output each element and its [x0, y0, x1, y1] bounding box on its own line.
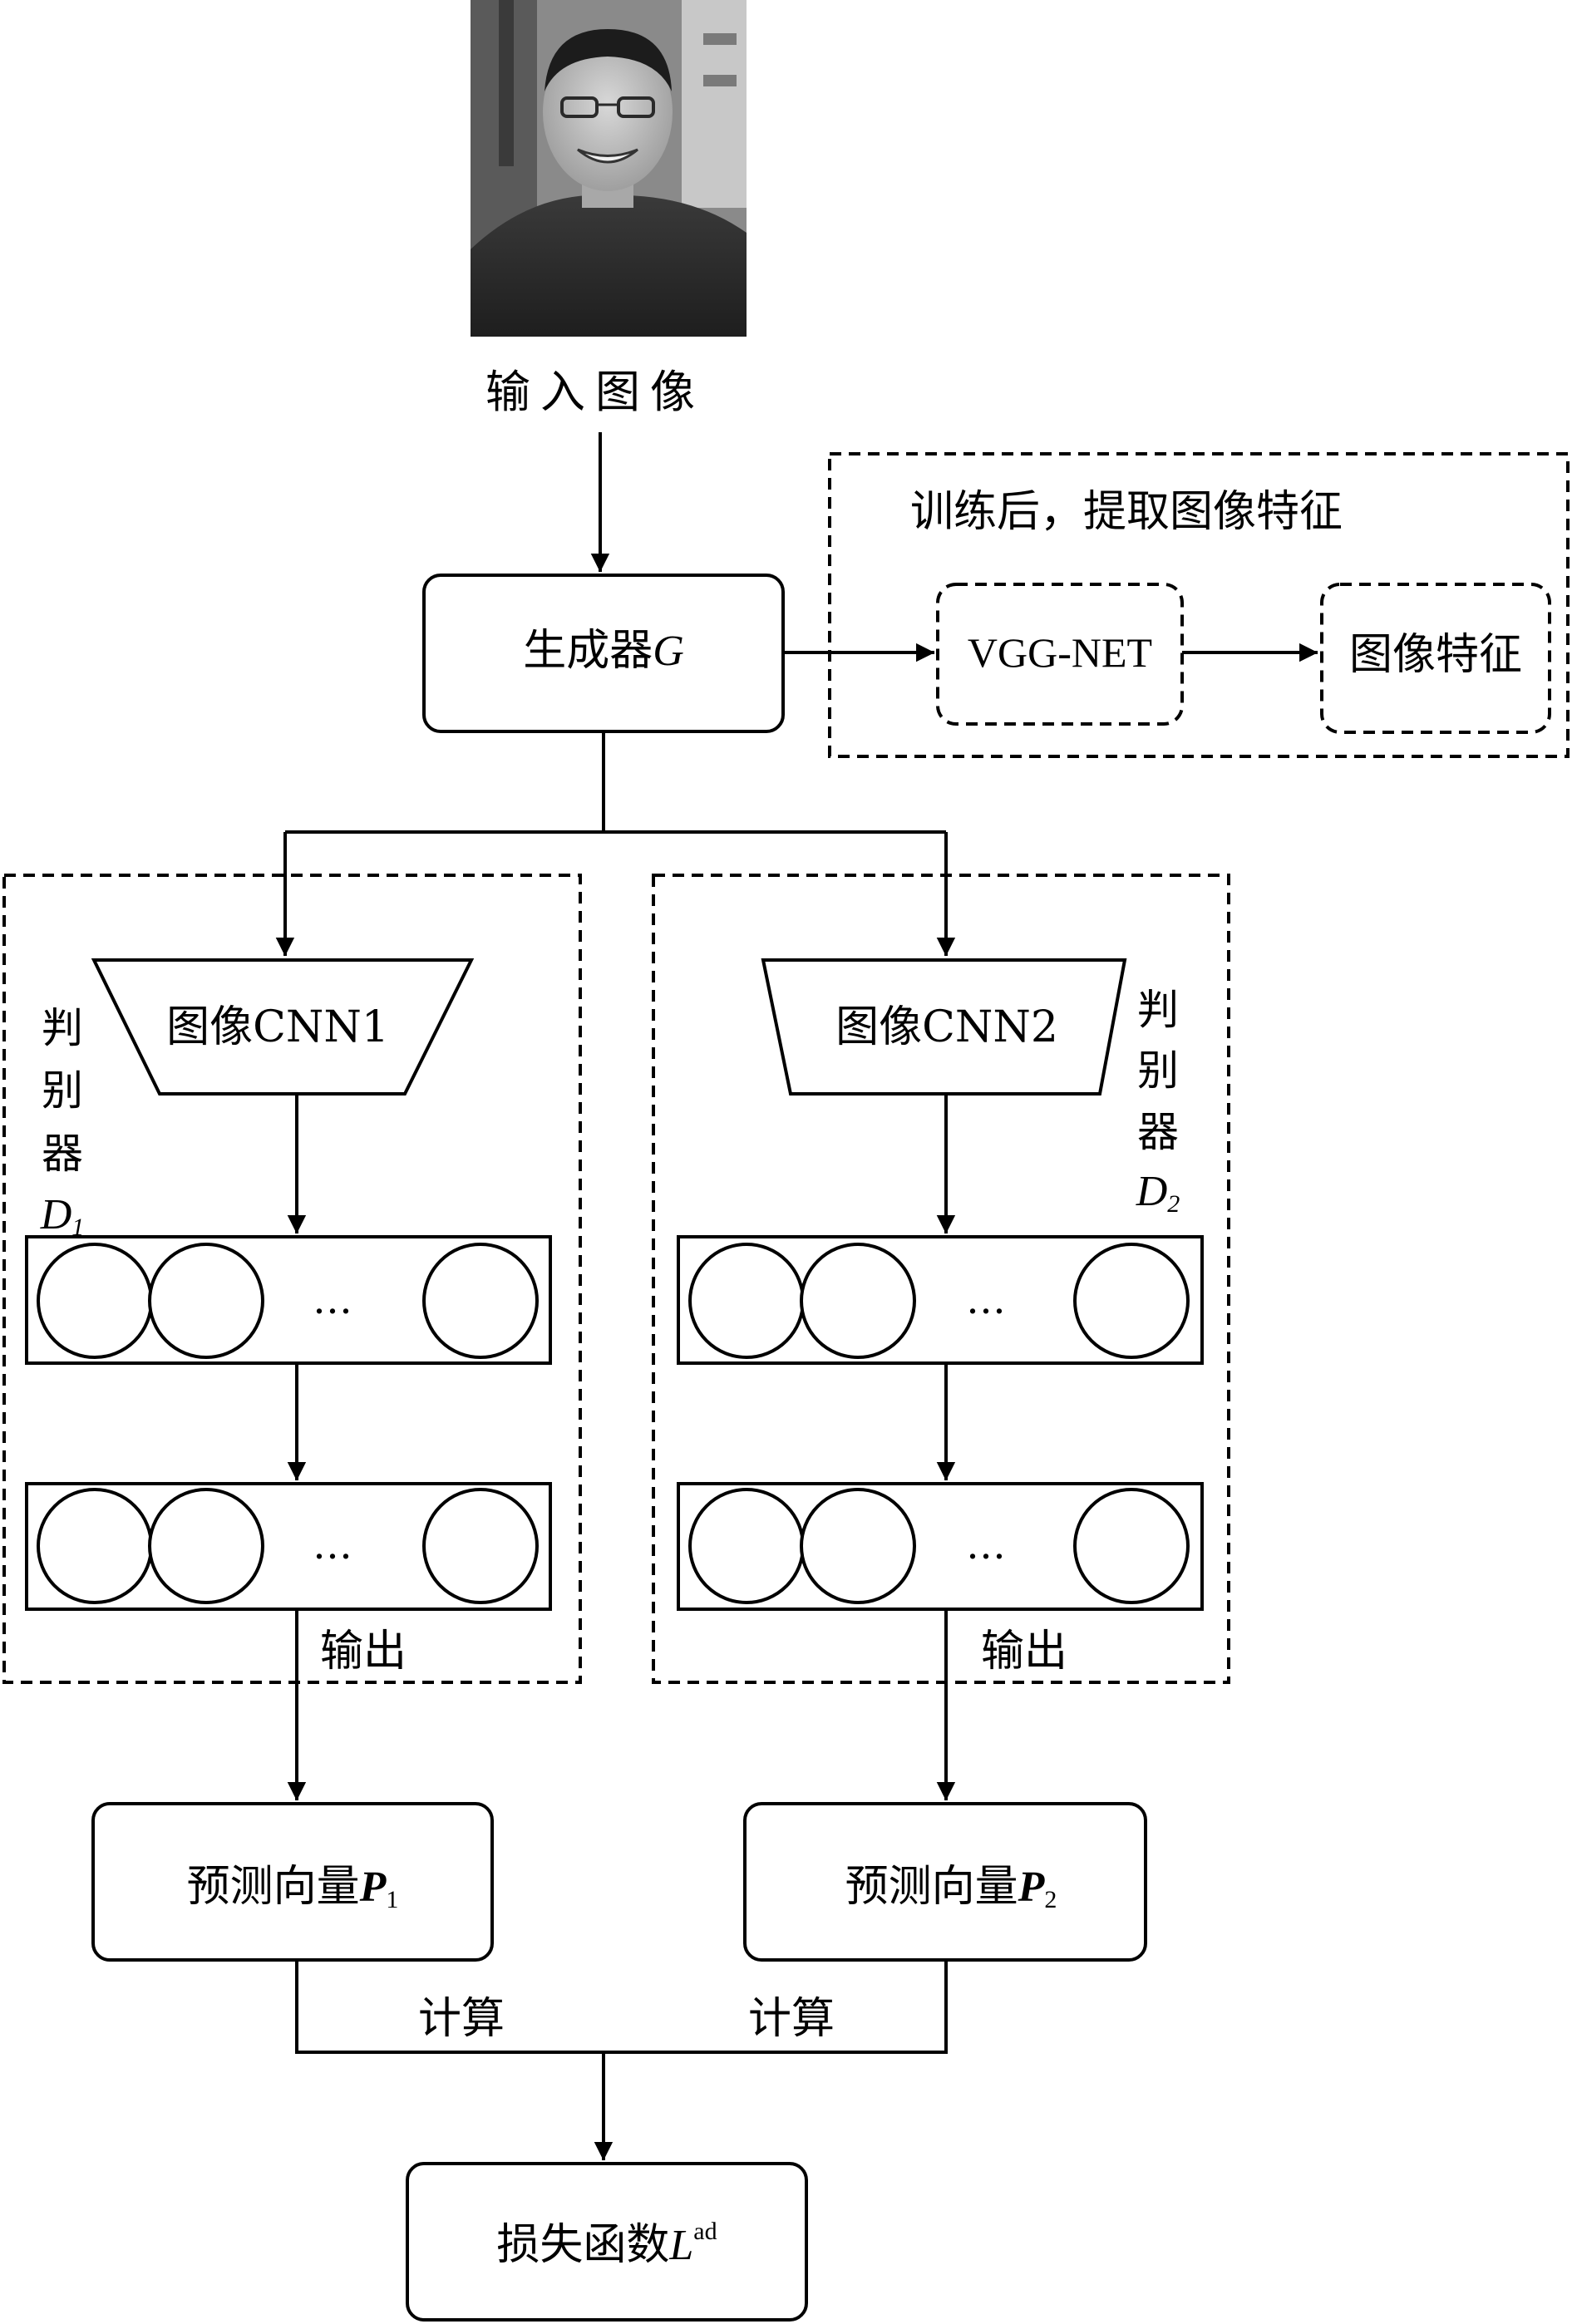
cnn2-label: 图像CNN2 — [835, 1002, 1058, 1052]
d1-layer-2: … — [25, 1482, 552, 1611]
discriminator-2-side-label: 判 别 器 D2 — [1136, 986, 1180, 1218]
feature-panel-title: 训练后，提取图像特征 — [910, 487, 1343, 537]
d2-output-label: 输出 — [981, 1627, 1067, 1677]
cnn2-trapezoid — [761, 958, 1127, 1096]
neuron — [688, 1488, 805, 1604]
calc-right-label: 计算 — [748, 1994, 835, 2044]
ellipsis: … — [313, 1277, 352, 1323]
svg-text:别: 别 — [42, 1066, 83, 1115]
d2-layer-1: … — [677, 1235, 1204, 1365]
svg-text:别: 别 — [1137, 1046, 1179, 1095]
neuron — [800, 1243, 916, 1359]
merge-line — [295, 1960, 948, 2054]
svg-text:D1: D1 — [40, 1191, 85, 1241]
loss-function-box — [406, 2162, 808, 2322]
prediction-vector-1-label: 预测向量P1 — [187, 1862, 399, 1913]
prediction-vector-2-label: 预测向量P2 — [845, 1862, 1057, 1913]
ellipsis: … — [966, 1277, 1006, 1323]
vgg-net-label: VGG-NET — [968, 629, 1152, 676]
discriminator-1-border — [2, 874, 582, 1684]
d1-layer-1: … — [25, 1235, 552, 1365]
neuron — [422, 1488, 539, 1604]
d1-output-label: 输出 — [320, 1627, 407, 1677]
loss-function-label: 损失函数Lad — [496, 2218, 717, 2270]
neuron — [37, 1488, 153, 1604]
cnn1-trapezoid — [91, 958, 475, 1096]
image-feature-box — [1320, 583, 1551, 734]
input-image — [471, 0, 747, 337]
prediction-vector-1-box — [91, 1802, 494, 1962]
neuron — [422, 1243, 539, 1359]
neuron — [1073, 1243, 1190, 1359]
svg-text:D2: D2 — [1136, 1168, 1180, 1218]
image-feature-label: 图像特征 — [1349, 630, 1522, 680]
svg-text:判: 判 — [1137, 986, 1179, 1034]
input-label: 输入图像 — [485, 366, 705, 418]
svg-text:器: 器 — [42, 1130, 83, 1178]
generator-label: 生成器G — [523, 626, 684, 676]
neuron — [688, 1243, 805, 1359]
neuron — [148, 1488, 264, 1604]
feature-panel-border — [828, 452, 1570, 758]
svg-text:器: 器 — [1137, 1108, 1179, 1156]
discriminator-2-border — [652, 874, 1230, 1684]
ellipsis: … — [313, 1522, 352, 1568]
ellipsis: … — [966, 1522, 1006, 1568]
neuron — [1073, 1488, 1190, 1604]
neuron — [148, 1243, 264, 1359]
cnn1-label: 图像CNN1 — [166, 1002, 389, 1052]
neuron — [37, 1243, 153, 1359]
discriminator-1-side-label: 判 别 器 D1 — [40, 1004, 85, 1241]
neuron — [800, 1488, 916, 1604]
svg-text:判: 判 — [42, 1004, 83, 1052]
calc-left-label: 计算 — [418, 1994, 505, 2044]
d2-layer-2: … — [677, 1482, 1204, 1611]
